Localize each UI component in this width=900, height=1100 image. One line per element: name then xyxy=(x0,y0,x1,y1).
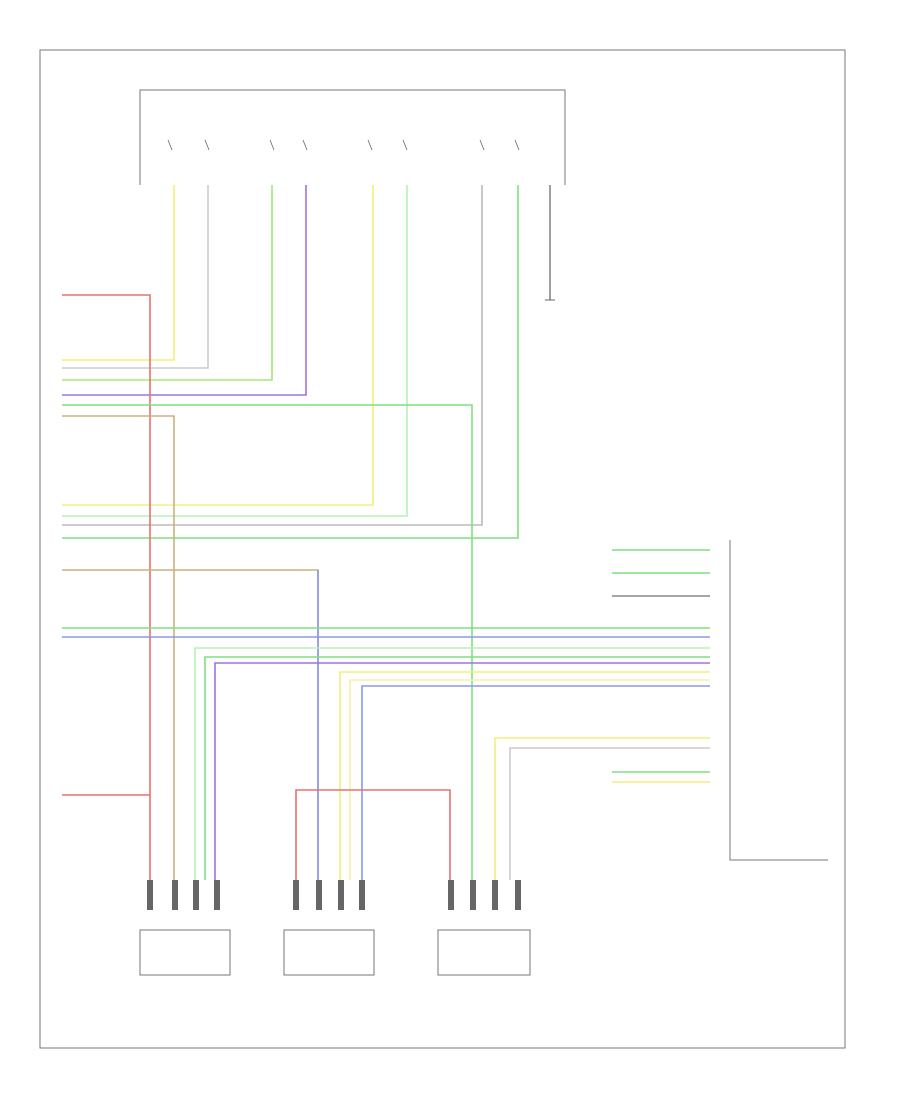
seat-switch-component xyxy=(139,89,566,185)
motor-left xyxy=(139,929,231,976)
red-power-wire xyxy=(62,294,151,880)
red-wire-center-motor xyxy=(295,789,451,880)
wires-to-memory-module xyxy=(62,627,710,880)
memory-module-small-inputs xyxy=(612,549,710,783)
memory-module-component xyxy=(729,540,828,861)
green-wire-to-right-motor xyxy=(62,404,473,880)
motor-connectors xyxy=(147,880,521,910)
tan-wire xyxy=(62,415,175,880)
motor-center xyxy=(283,929,375,976)
motor-right xyxy=(437,929,531,976)
switch-output-wires xyxy=(62,185,551,539)
tan-wire-2 xyxy=(62,569,319,880)
diagram-frame xyxy=(39,49,846,1049)
